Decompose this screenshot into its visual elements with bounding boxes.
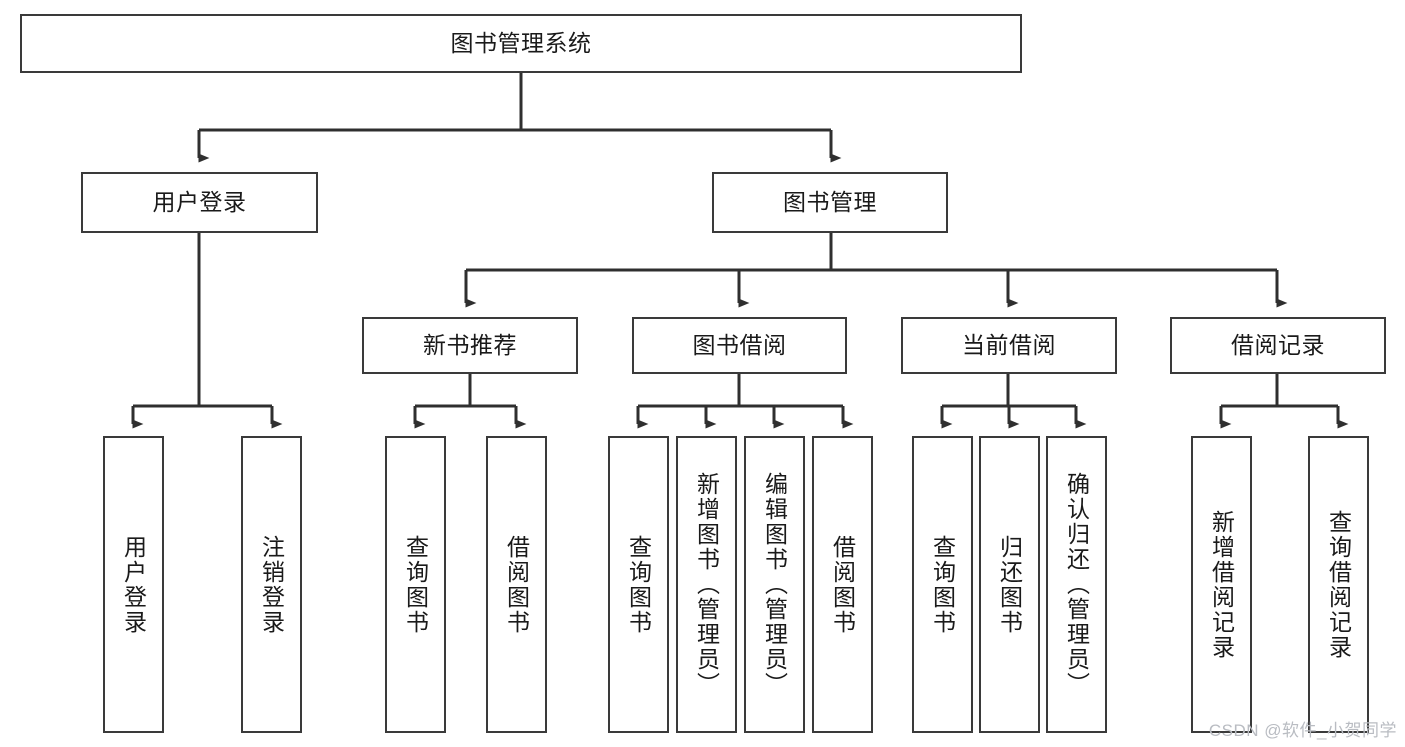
node-label: 查询借阅记录 [1325,509,1352,660]
node-label: 图书管理系统 [450,29,592,56]
node-label: 确认归还（管理员） [1063,472,1090,697]
node-label: 新书推荐 [423,331,517,358]
leaf-return-book[interactable]: 归还图书 [979,436,1040,733]
leaf-borrow-book-new[interactable]: 借阅图书 [486,436,547,733]
node-label: 用户登录 [120,534,147,635]
node-root-book-management-system[interactable]: 图书管理系统 [20,14,1022,73]
node-label: 借阅图书 [503,534,530,635]
node-book-management[interactable]: 图书管理 [712,172,948,233]
leaf-confirm-return-admin[interactable]: 确认归还（管理员） [1046,436,1107,733]
node-label: 用户登录 [152,188,247,215]
leaf-logout[interactable]: 注销登录 [241,436,302,733]
leaf-edit-book-admin[interactable]: 编辑图书（管理员） [744,436,805,733]
node-user-login[interactable]: 用户登录 [81,172,318,233]
node-label: 编辑图书（管理员） [761,472,788,697]
node-current-borrow[interactable]: 当前借阅 [901,317,1117,374]
node-label: 新增图书（管理员） [693,472,720,697]
leaf-borrow-book[interactable]: 借阅图书 [812,436,873,733]
node-label: 图书管理 [783,188,877,215]
node-label: 当前借阅 [962,331,1056,358]
node-label: 注销登录 [258,534,285,635]
node-new-book-recommend[interactable]: 新书推荐 [362,317,578,374]
leaf-query-book-new[interactable]: 查询图书 [385,436,446,733]
node-label: 借阅记录 [1231,331,1325,358]
node-label: 归还图书 [996,534,1023,635]
leaf-query-book-borrow[interactable]: 查询图书 [608,436,669,733]
leaf-user-login[interactable]: 用户登录 [103,436,164,733]
node-label: 查询图书 [929,534,956,635]
node-borrow-record[interactable]: 借阅记录 [1170,317,1386,374]
node-label: 新增借阅记录 [1208,509,1235,660]
leaf-add-borrow-record[interactable]: 新增借阅记录 [1191,436,1252,733]
leaf-add-book-admin[interactable]: 新增图书（管理员） [676,436,737,733]
leaf-query-borrow-record[interactable]: 查询借阅记录 [1308,436,1369,733]
node-book-borrow[interactable]: 图书借阅 [632,317,847,374]
leaf-query-book-current[interactable]: 查询图书 [912,436,973,733]
node-label: 借阅图书 [829,534,856,635]
node-label: 查询图书 [625,534,652,635]
node-label: 图书借阅 [692,331,787,358]
node-label: 查询图书 [402,534,429,635]
